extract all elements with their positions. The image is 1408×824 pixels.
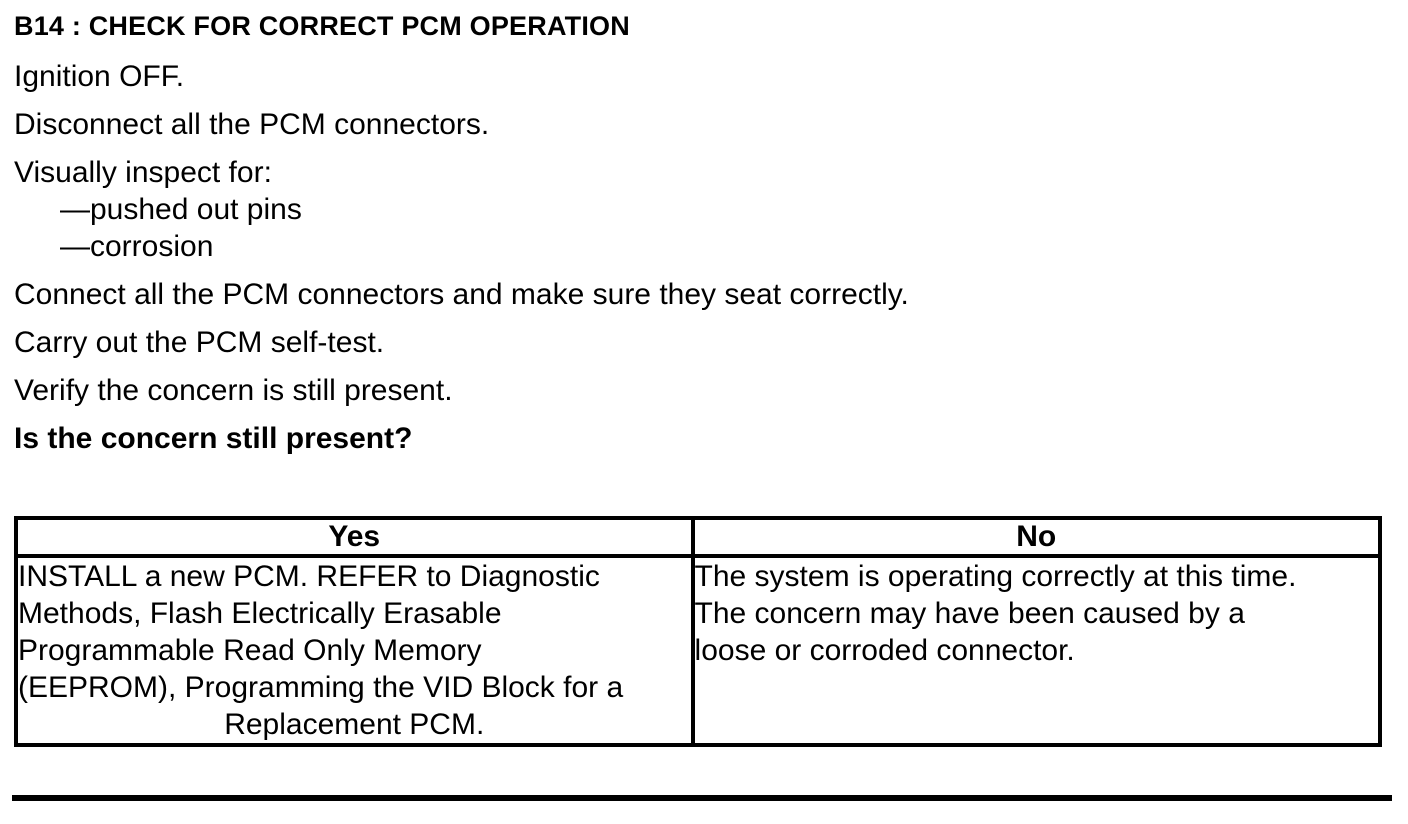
step-verify-concern: Verify the concern is still present. (14, 374, 453, 407)
yes-cell-line: (EEPROM), Programming the VID Block for … (18, 671, 624, 704)
yes-cell-line: Methods, Flash Electrically Erasable (18, 597, 502, 630)
page-title: B14 : CHECK FOR CORRECT PCM OPERATION (14, 11, 630, 41)
yes-cell-line: Programmable Read Only Memory (18, 634, 482, 667)
step-ignition-off: Ignition OFF. (14, 60, 185, 93)
step-disconnect-connectors: Disconnect all the PCM connectors. (14, 108, 490, 141)
step-connect-connectors: Connect all the PCM connectors and make … (14, 278, 909, 311)
inspection-item-pushed-out-pins: —pushed out pins (60, 193, 302, 226)
results-table: Yes No INSTALL a new PCM. REFER to Diagn… (14, 516, 1383, 747)
no-result-cell: The system is operating correctly at thi… (690, 554, 1383, 747)
results-table-header-row: Yes No (14, 516, 1383, 558)
decision-question: Is the concern still present? (14, 422, 413, 455)
no-header-cell: No (690, 516, 1383, 558)
no-cell-line: The system is operating correctly at thi… (694, 560, 1297, 593)
inspection-item-corrosion: —corrosion (60, 230, 214, 263)
yes-cell-line-centered: Replacement PCM. (224, 708, 485, 741)
step-self-test: Carry out the PCM self-test. (14, 326, 385, 359)
step-visually-inspect: Visually inspect for: (14, 156, 272, 189)
results-table-body-row: INSTALL a new PCM. REFER to Diagnostic M… (14, 554, 1383, 747)
yes-header-cell: Yes (14, 516, 695, 558)
yes-cell-line: INSTALL a new PCM. REFER to Diagnostic (18, 560, 600, 593)
page-divider-rule (12, 795, 1392, 801)
page-content: B14 : CHECK FOR CORRECT PCM OPERATION Ig… (14, 10, 1394, 747)
yes-result-cell: INSTALL a new PCM. REFER to Diagnostic M… (14, 554, 695, 747)
no-cell-line: The concern may have been caused by a (694, 597, 1245, 630)
no-cell-line: loose or corroded connector. (694, 634, 1075, 667)
